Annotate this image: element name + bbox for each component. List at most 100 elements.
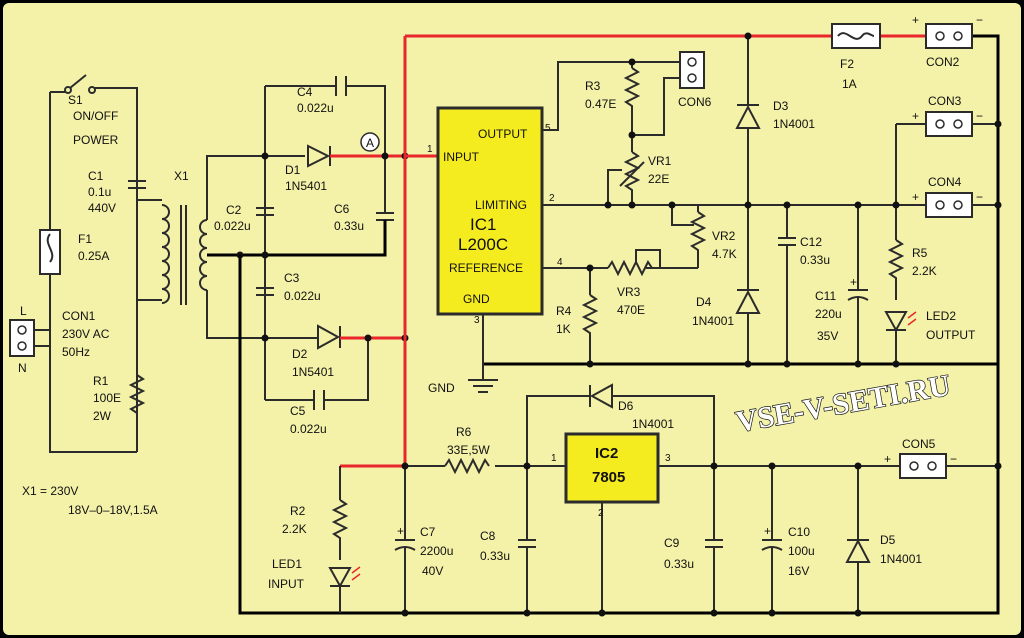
c11-label: 35V (817, 329, 838, 343)
transformer-note: 18V–0–18V,1.5A (68, 503, 158, 517)
d1-label: D1 (285, 163, 301, 177)
con3-label: CON3 (928, 94, 962, 108)
ic1-name: IC1 (470, 215, 496, 234)
transformer-note: X1 = 230V (22, 484, 78, 498)
con5-label: CON5 (902, 437, 936, 451)
f1-label: F1 (78, 232, 92, 246)
led2-label: OUTPUT (926, 328, 976, 342)
c2-label: 0.022u (214, 219, 251, 233)
positive-rail (403, 34, 926, 466)
f2-label: F2 (840, 57, 854, 71)
c12-label: 0.33u (800, 253, 830, 267)
c10-label: 100u (788, 544, 815, 558)
r2-label: 2.2K (282, 522, 307, 536)
c9-label: 0.33u (664, 557, 694, 571)
c7-label: 40V (422, 564, 443, 578)
con1-n-label: N (18, 361, 27, 375)
d1-label: 1N5401 (285, 179, 327, 193)
ic1-pin-label: LIMITING (475, 198, 527, 212)
c5-label: 0.022u (290, 422, 327, 436)
con5-plus: + (884, 452, 891, 466)
c6-label: C6 (334, 202, 350, 216)
con1-label: CON1 (62, 309, 96, 323)
transformer-x1 (137, 155, 265, 339)
d6-label: D6 (618, 399, 634, 413)
d4-label: 1N4001 (692, 314, 734, 328)
r2-label: R2 (290, 504, 306, 518)
c10-label: 16V (788, 564, 809, 578)
r1-label: 2W (93, 409, 112, 423)
s1-label: S1 (68, 93, 83, 107)
s1-label: ON/OFF (73, 109, 118, 123)
ic2-part: 7805 (592, 469, 625, 486)
d2-label: D2 (292, 347, 308, 361)
d5-label: D5 (880, 533, 896, 547)
c1-label: 440V (88, 201, 116, 215)
c11-label: 220u (815, 307, 842, 321)
ic1-pin-number: 3 (474, 315, 480, 326)
ic2-pin-number: 1 (551, 453, 557, 464)
r6-label: 33E,5W (447, 443, 490, 457)
fuse-f2 (831, 23, 881, 49)
d4-label: D4 (696, 295, 712, 309)
c1-label: 0.1u (88, 185, 111, 199)
regulator-network (468, 32, 1002, 393)
switch-s1 (64, 74, 96, 94)
ic2-name: IC2 (595, 445, 618, 462)
con4-plus: + (912, 190, 919, 204)
connector-con6 (679, 51, 705, 89)
con6-label: CON6 (678, 95, 712, 109)
rectifier-section (236, 76, 409, 410)
ic2-pin-number: 3 (665, 453, 671, 464)
c9-label: C9 (664, 536, 680, 550)
ic2-7805 (564, 432, 660, 504)
gnd-label: GND (428, 381, 455, 395)
c12-label: C12 (800, 235, 822, 249)
con1-label: 230V AC (62, 327, 110, 341)
c3-label: 0.022u (284, 289, 321, 303)
c2-label: C2 (226, 203, 242, 217)
c11-label: C11 (815, 289, 836, 303)
led1-label: INPUT (268, 577, 305, 591)
ic2-pin-number: 2 (598, 508, 604, 519)
ground-frame (238, 34, 1000, 615)
vr3-label: VR3 (617, 285, 641, 299)
c4-label: 0.022u (297, 101, 334, 115)
ic1-pin-number: 4 (557, 257, 563, 268)
ic1-pin-number: 2 (549, 193, 555, 204)
con4-label: CON4 (928, 175, 962, 189)
vr1-label: VR1 (648, 154, 672, 168)
con1-label: 50Hz (62, 345, 90, 359)
c7-plus: + (397, 524, 404, 538)
d3-label: D3 (773, 99, 789, 113)
d6-label: 1N4001 (632, 417, 674, 431)
f1-label: 0.25A (78, 249, 109, 263)
d2-label: 1N5401 (292, 365, 334, 379)
c4-label: C4 (297, 85, 313, 99)
r1-label: R1 (93, 374, 109, 388)
ic1-pin-label: REFERENCE (449, 261, 523, 275)
f2-label: 1A (842, 77, 857, 91)
c1-label: C1 (88, 169, 104, 183)
con1-l-label: L (20, 304, 27, 318)
c8-label: C8 (480, 529, 496, 543)
c10-plus: + (764, 524, 771, 538)
c8-label: 0.33u (480, 549, 510, 563)
ic1-pin-number: 1 (427, 144, 433, 155)
con3-minus: − (976, 109, 983, 123)
ic1-pin-label: OUTPUT (478, 127, 528, 141)
c5-label: C5 (290, 404, 306, 418)
schematic-background (3, 3, 1021, 635)
x1-label: X1 (174, 169, 189, 183)
five-volt-section (328, 383, 1002, 617)
r6-label: R6 (456, 425, 472, 439)
c10-label: C10 (788, 525, 810, 539)
ic1-part: L200C (458, 235, 508, 254)
c7-label: 2200u (420, 544, 453, 558)
node-a-label: A (366, 136, 374, 150)
r1-label: 100E (93, 391, 121, 405)
mains-section: S1 ON/OFF POWER C1 0.1u 440V F1 0.25A L … (9, 74, 158, 517)
r4-label: 1K (556, 322, 571, 336)
led1-label: LED1 (272, 557, 302, 571)
